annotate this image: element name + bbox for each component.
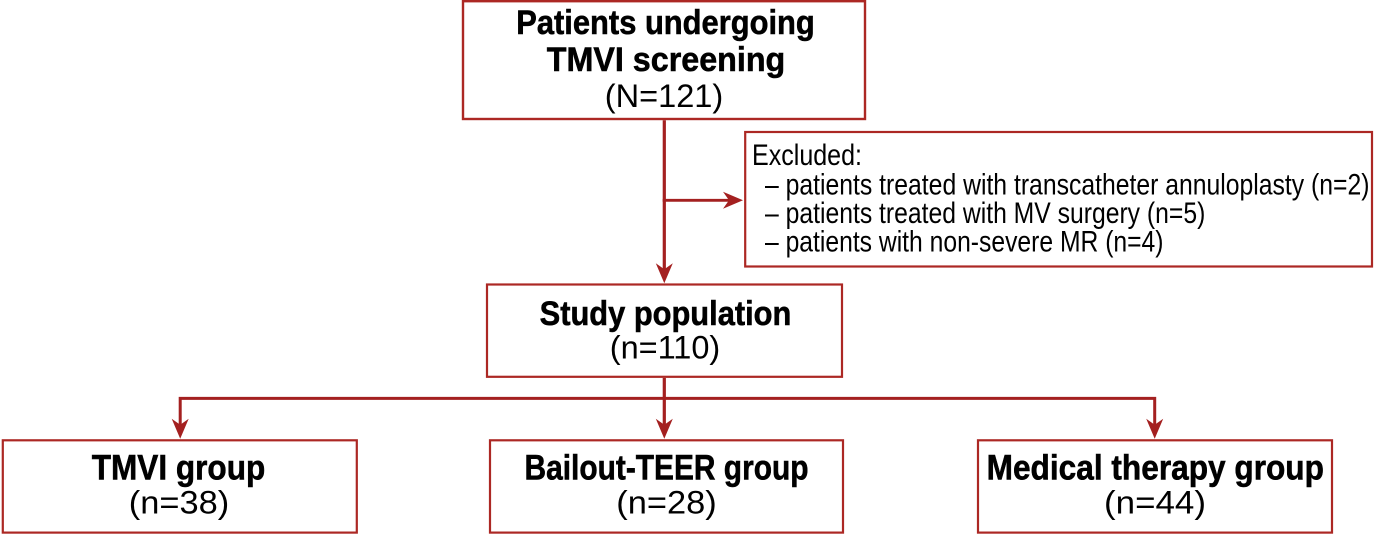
svg-text:(n=44): (n=44) <box>1104 485 1206 521</box>
svg-text:(n=38): (n=38) <box>129 485 230 521</box>
svg-text:TMVI screening: TMVI screening <box>547 41 786 79</box>
svg-text:Study population: Study population <box>540 295 792 333</box>
svg-text:Medical therapy group: Medical therapy group <box>987 449 1324 488</box>
svg-text:– patients with non-severe MR: – patients with non-severe MR (n=4) <box>765 226 1164 259</box>
svg-text:(N=121): (N=121) <box>605 78 724 114</box>
svg-text:TMVI group: TMVI group <box>92 449 266 488</box>
svg-text:Excluded:: Excluded: <box>752 139 862 172</box>
svg-text:(n=28): (n=28) <box>616 485 717 521</box>
svg-text:Patients undergoing: Patients undergoing <box>516 4 815 42</box>
svg-text:– patients treated with MV sur: – patients treated with MV surgery (n=5) <box>765 197 1205 230</box>
svg-text:Bailout-TEER group: Bailout-TEER group <box>525 449 809 488</box>
svg-text:– patients treated with transc: – patients treated with transcatheter an… <box>765 169 1370 202</box>
svg-text:(n=110): (n=110) <box>610 330 721 366</box>
